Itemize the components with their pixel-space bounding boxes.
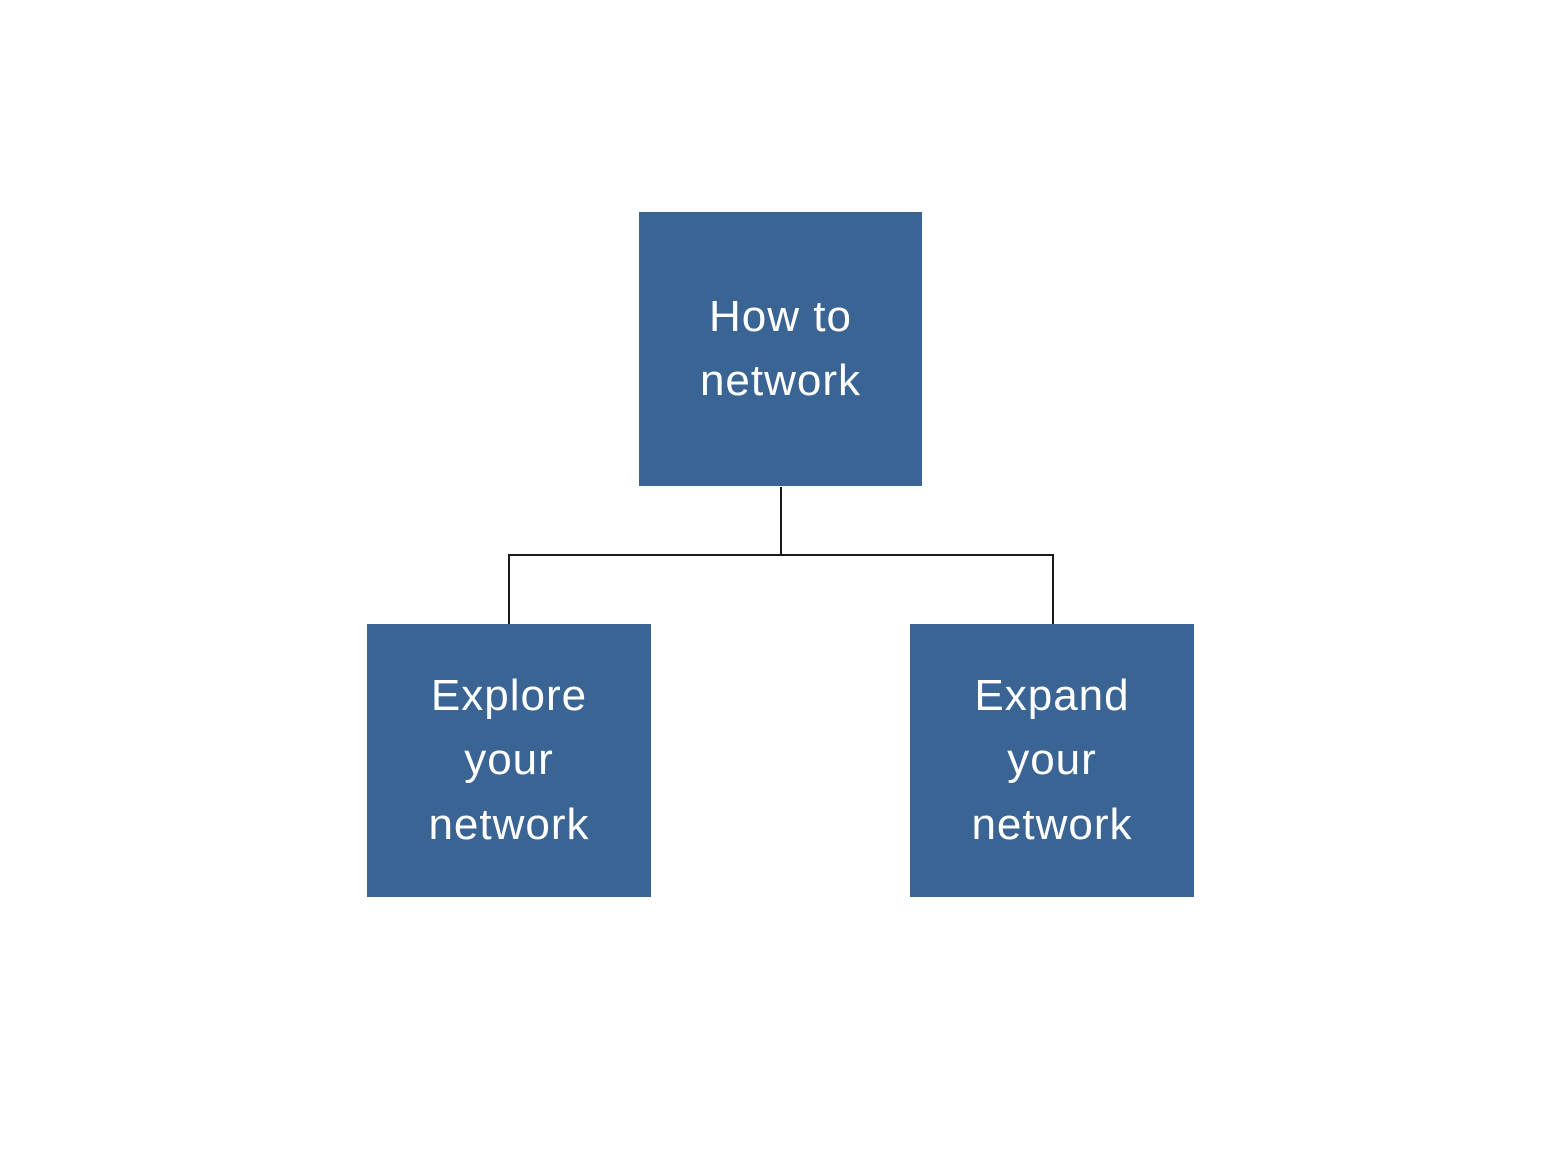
node-explore-your-network: Explore your network [367, 624, 651, 897]
connector-right-drop [1052, 554, 1054, 624]
connector-horizontal-bar [508, 554, 1054, 556]
connector-root-stem [780, 487, 782, 555]
connector-left-drop [508, 554, 510, 624]
node-how-to-network: How to network [639, 212, 922, 486]
node-expand-your-network: Expand your network [910, 624, 1194, 897]
